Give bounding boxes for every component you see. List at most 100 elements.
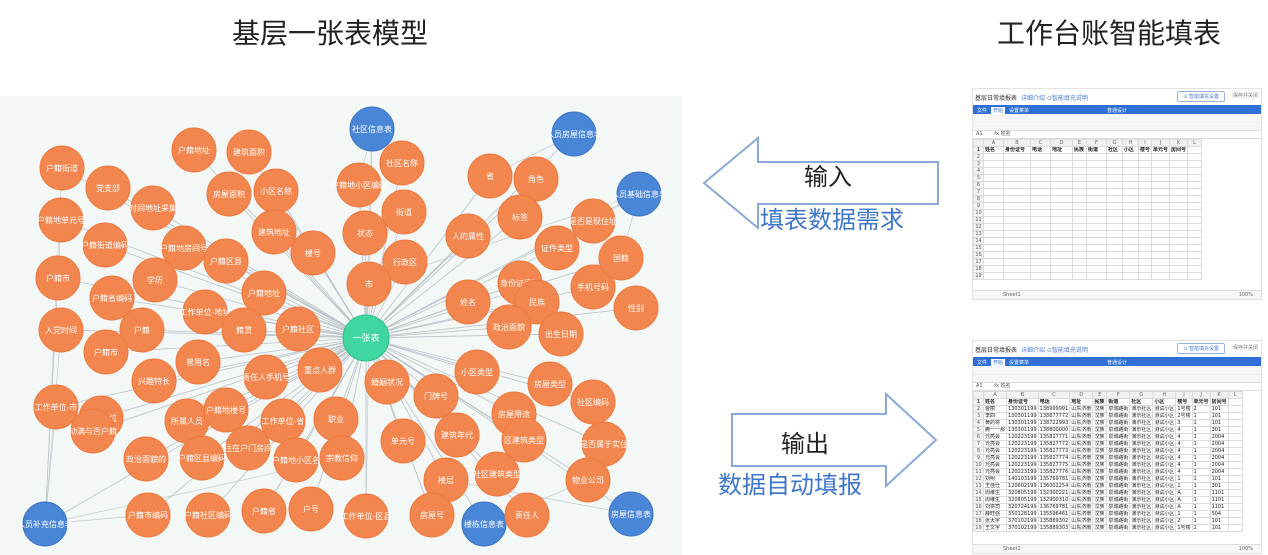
node-circle[interactable] — [203, 387, 249, 433]
node-circle[interactable] — [39, 145, 85, 191]
graph-canvas[interactable]: 社区信息表入员房屋信息表人员基础信息表人员补充信息表楼栋信息表房屋信息表户籍街道… — [0, 96, 682, 555]
grid-cell[interactable]: 泉城路街 — [1106, 482, 1131, 490]
grid-cell[interactable] — [1106, 167, 1123, 175]
grid-cell[interactable] — [1030, 223, 1051, 231]
grid-cell[interactable] — [1137, 209, 1153, 217]
grid-cell[interactable] — [1003, 153, 1031, 161]
node-circle[interactable] — [226, 129, 272, 175]
grid-cell[interactable]: 1 — [1191, 440, 1211, 448]
grid-cell[interactable]: 测试小区 — [1152, 482, 1177, 490]
field-node[interactable]: 户籍市编码 — [125, 492, 171, 538]
grid-cell[interactable] — [1072, 265, 1087, 273]
grid-cell[interactable] — [983, 174, 1004, 182]
grid-cell[interactable]: 汉族 — [1092, 517, 1108, 525]
grid-cell[interactable]: 薛旺强 — [982, 510, 1008, 518]
menu-file[interactable]: 文件 — [977, 360, 988, 366]
grid-cell[interactable]: 元亮会 — [982, 447, 1008, 455]
grid-cell[interactable]: 汉族 — [1092, 503, 1108, 511]
grid-cell[interactable]: 元亮会 — [982, 454, 1008, 462]
node-circle[interactable] — [171, 127, 217, 173]
field-node[interactable]: 户籍地楼号 — [203, 387, 249, 433]
grid-cell[interactable]: 4 — [1175, 426, 1193, 434]
grid-cell[interactable] — [1106, 153, 1123, 161]
node-circle[interactable] — [613, 285, 659, 331]
node-circle[interactable] — [221, 307, 267, 353]
grid-cell[interactable] — [1187, 167, 1203, 175]
grid-cell[interactable] — [1227, 454, 1243, 462]
node-circle[interactable] — [241, 270, 287, 316]
grid-cell[interactable] — [1003, 195, 1031, 203]
grid-cell[interactable]: 2004 — [1209, 433, 1229, 441]
grid-cell[interactable]: 腾一一那 — [982, 426, 1008, 434]
grid-cell[interactable] — [1151, 272, 1171, 280]
node-circle[interactable] — [275, 306, 321, 352]
grid-cell[interactable] — [1227, 517, 1243, 525]
grid-cell[interactable]: 山东济南 — [1069, 405, 1094, 413]
field-node[interactable]: 党支部 — [85, 165, 131, 211]
grid-cell[interactable]: 132900310 — [1037, 496, 1071, 504]
grid-cell[interactable] — [1086, 265, 1107, 273]
grid-cell[interactable] — [1030, 230, 1051, 238]
grid-cell[interactable]: 138722993 — [1037, 419, 1071, 427]
grid-cell[interactable]: 测试小区 — [1152, 468, 1177, 476]
field-node[interactable]: 手机号码 — [570, 264, 616, 310]
grid-cell[interactable] — [1106, 181, 1123, 189]
grid-cell[interactable]: 山东济南 — [1069, 475, 1094, 483]
grid-cell[interactable] — [1169, 251, 1189, 259]
grid-cell[interactable] — [1169, 216, 1189, 224]
grid-cell[interactable]: 汉族 — [1092, 405, 1108, 413]
grid-cell[interactable]: 山东济南 — [1069, 440, 1094, 448]
grid-cell[interactable] — [1050, 209, 1073, 217]
grid-cell[interactable] — [1106, 174, 1123, 182]
grid-cell[interactable] — [1050, 188, 1073, 196]
node-circle[interactable] — [445, 279, 491, 325]
grid-cell[interactable]: 504 — [1209, 510, 1229, 518]
field-node[interactable]: 工作单位-区县 — [341, 493, 392, 539]
field-node[interactable]: 小区名称 — [253, 168, 299, 214]
field-node[interactable]: 户籍地址 — [171, 127, 217, 173]
grid-cell[interactable] — [1122, 174, 1139, 182]
grid-cell[interactable]: 元亮会 — [982, 468, 1008, 476]
field-node[interactable]: 曾用名 — [175, 339, 221, 385]
header-cell[interactable]: 民族 — [1092, 398, 1108, 406]
grid-cell[interactable]: 演示社区 — [1129, 496, 1154, 504]
grid-cell[interactable] — [1003, 216, 1031, 224]
grid-cell[interactable] — [1151, 167, 1171, 175]
column-letter[interactable]: K — [1169, 139, 1189, 147]
grid-cell[interactable] — [1137, 160, 1153, 168]
node-circle[interactable] — [346, 261, 392, 307]
node-circle[interactable] — [342, 210, 388, 256]
grid-cell[interactable] — [1106, 216, 1123, 224]
field-node[interactable]: 政治面貌的 — [123, 436, 169, 482]
grid-cell[interactable] — [1086, 174, 1107, 182]
grid-cell[interactable] — [983, 160, 1004, 168]
grid-cell[interactable]: 测试小区 — [1152, 517, 1177, 525]
node-circle[interactable] — [206, 171, 252, 217]
node-circle[interactable] — [413, 373, 459, 419]
grid-cell[interactable] — [1151, 209, 1171, 217]
grid-cell[interactable]: 101 — [1209, 475, 1229, 483]
grid-cell[interactable]: 1 — [1191, 447, 1211, 455]
filled-sheet-window[interactable]: 基层日常填报表 详细介绍 ⊙智能填充说明 ⊙ 智能填充设置 保存并关闭 文件 开… — [972, 340, 1262, 554]
grid-cell[interactable]: 135827776 — [1037, 468, 1071, 476]
grid-cell[interactable] — [1187, 153, 1203, 161]
column-letter[interactable]: E — [1092, 391, 1108, 399]
grid-cell[interactable] — [1137, 251, 1153, 259]
field-node[interactable]: 市 — [346, 261, 392, 307]
field-node[interactable]: 户籍街道 — [39, 145, 85, 191]
grid-cell[interactable] — [1003, 160, 1031, 168]
grid-cell[interactable]: 泉城路街 — [1106, 489, 1131, 497]
field-node[interactable]: 社区名称 — [379, 140, 425, 186]
grid-cell[interactable]: 2 — [1191, 405, 1211, 413]
grid-cell[interactable]: 测试小区 — [1152, 510, 1177, 518]
grid-cell[interactable] — [1137, 202, 1153, 210]
grid-cell[interactable]: 130301199 — [1006, 405, 1039, 413]
grid-cell[interactable] — [1086, 160, 1107, 168]
grid-cell[interactable]: 101 — [1209, 419, 1229, 427]
node-circle[interactable] — [461, 501, 507, 547]
grid-cell[interactable]: 135889302 — [1037, 517, 1071, 525]
grid-cell[interactable] — [983, 167, 1004, 175]
grid-cell[interactable] — [1086, 153, 1107, 161]
grid-cell[interactable]: 山东济南 — [1069, 496, 1094, 504]
grid-cell[interactable] — [1187, 216, 1203, 224]
